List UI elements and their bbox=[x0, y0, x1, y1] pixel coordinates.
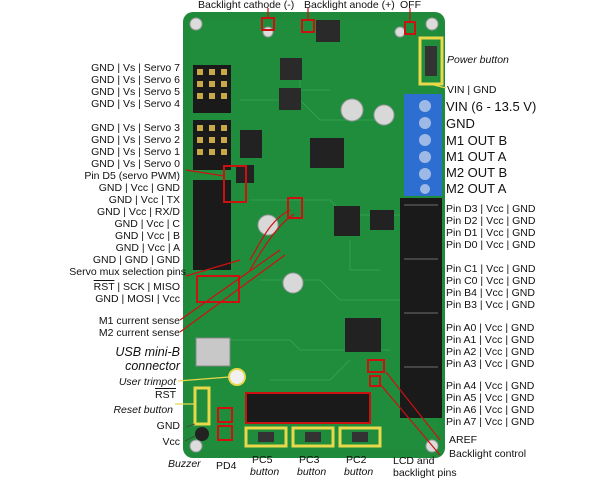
label-backlight-control: Backlight control bbox=[449, 448, 527, 460]
label-backlight-cathode: Backlight cathode (-) bbox=[198, 0, 295, 11]
pin-row: Pin D0 | Vcc | GND bbox=[446, 239, 536, 251]
label-m1-current: M1 current sense bbox=[98, 315, 180, 327]
label-off: OFF bbox=[400, 0, 421, 11]
pin-row: Pin A7 | Vcc | GND bbox=[446, 416, 535, 428]
pin-row: Pin D1 | Vcc | GND bbox=[446, 227, 536, 239]
label-gnd: GND bbox=[156, 420, 180, 432]
label-aref: AREF bbox=[449, 434, 478, 446]
pin-row: Pin B3 | Vcc | GND bbox=[446, 299, 535, 311]
servo-row: GND | Vs | Servo 6 bbox=[91, 74, 180, 86]
left-servo-list: GND | Vs | Servo 7 GND | Vs | Servo 6 GN… bbox=[91, 62, 180, 110]
label-power-button: Power button bbox=[447, 54, 509, 66]
right-pins-group4: Pin A4 | Vcc | GND Pin A5 | Vcc | GND Pi… bbox=[446, 380, 534, 428]
pin-row: Pin A3 | Vcc | GND bbox=[446, 358, 535, 370]
label-reset-button: Reset button bbox=[113, 404, 173, 416]
servo-row: GND | Vs | Servo 5 bbox=[91, 86, 180, 98]
mid-row: GND | Vcc | B bbox=[115, 230, 180, 242]
pin-row: Pin A5 | Vcc | GND bbox=[446, 392, 535, 404]
mid-row: GND | Vcc | GND bbox=[98, 182, 180, 194]
pin-row: Pin C1 | Vcc | GND bbox=[446, 263, 536, 275]
label-vin-gnd: VIN | GND bbox=[447, 84, 497, 96]
label-gnd-terminal: GND bbox=[446, 116, 475, 131]
label-lcd-2: backlight pins bbox=[393, 467, 457, 479]
label-spi-row2: GND | MOSI | Vcc bbox=[95, 293, 180, 305]
label-sck-miso: | SCK | MISO bbox=[114, 281, 180, 293]
label-user-trimpot: User trimpot bbox=[118, 376, 176, 388]
label-vcc: Vcc bbox=[162, 436, 180, 448]
label-pc3-button: button bbox=[297, 466, 327, 478]
pin-row: Pin A1 | Vcc | GND bbox=[446, 334, 535, 346]
label-pd4: PD4 bbox=[216, 460, 237, 472]
label-m2-out-b: M2 OUT B bbox=[446, 165, 508, 180]
left-mid-list: GND | Vcc | GND GND | Vcc | TX GND | Vcc… bbox=[93, 182, 180, 266]
mid-row: GND | Vcc | C bbox=[114, 218, 180, 230]
label-pc2: PC2 bbox=[346, 454, 367, 466]
pin-row: Pin C0 | Vcc | GND bbox=[446, 275, 536, 287]
pin-row: Pin A2 | Vcc | GND bbox=[446, 346, 535, 358]
mid-row: GND | Vcc | TX bbox=[108, 194, 180, 206]
label-buzzer: Buzzer bbox=[168, 458, 201, 470]
label-usb-2: connector bbox=[125, 359, 180, 373]
pin-row: Pin D3 | Vcc | GND bbox=[446, 203, 536, 215]
left-servo-list-2: GND | Vs | Servo 3 GND | Vs | Servo 2 GN… bbox=[91, 122, 180, 170]
mid-row: GND | Vcc | RX/D bbox=[96, 206, 180, 218]
label-pin-d5: Pin D5 (servo PWM) bbox=[84, 170, 180, 182]
label-lcd-1: LCD and bbox=[393, 455, 435, 467]
label-m1-out-b: M1 OUT B bbox=[446, 133, 508, 148]
pin-row: Pin D2 | Vcc | GND bbox=[446, 215, 536, 227]
label-pc5: PC5 bbox=[252, 454, 273, 466]
label-servo-mux: Servo mux selection pins bbox=[69, 266, 186, 278]
label-usb-1: USB mini-B bbox=[115, 345, 180, 359]
label-pc2-button: button bbox=[344, 466, 374, 478]
pin-row: Pin A6 | Vcc | GND bbox=[446, 404, 535, 416]
label-m2-current: M2 current sense bbox=[98, 327, 180, 339]
pin-row: Pin A0 | Vcc | GND bbox=[446, 322, 535, 334]
servo-row: GND | Vs | Servo 2 bbox=[91, 134, 180, 146]
servo-row: GND | Vs | Servo 3 bbox=[91, 122, 180, 134]
label-pc5-button: button bbox=[250, 466, 280, 478]
label-pc3: PC3 bbox=[299, 454, 320, 466]
label-backlight-anode: Backlight anode (+) bbox=[304, 0, 395, 11]
label-rst-2: RST bbox=[155, 389, 176, 401]
mid-row: GND | GND | GND bbox=[92, 254, 180, 266]
pin-row: Pin B4 | Vcc | GND bbox=[446, 287, 535, 299]
label-spi-row1: RST | SCK | MISO bbox=[94, 281, 180, 293]
right-pins-group2: Pin C1 | Vcc | GND Pin C0 | Vcc | GND Pi… bbox=[446, 263, 535, 311]
mid-row: GND | Vcc | A bbox=[115, 242, 180, 254]
right-pins-group3: Pin A0 | Vcc | GND Pin A1 | Vcc | GND Pi… bbox=[446, 322, 534, 370]
servo-row: GND | Vs | Servo 1 bbox=[91, 146, 180, 158]
label-vin: VIN (6 - 13.5 V) bbox=[446, 99, 537, 114]
label-m1-out-a: M1 OUT A bbox=[446, 149, 507, 164]
servo-row: GND | Vs | Servo 0 bbox=[91, 158, 180, 170]
servo-row: GND | Vs | Servo 4 bbox=[91, 98, 180, 110]
usb-connector bbox=[195, 337, 231, 367]
pin-row: Pin A4 | Vcc | GND bbox=[446, 380, 535, 392]
label-rst: RST bbox=[93, 281, 115, 293]
servo-row: GND | Vs | Servo 7 bbox=[91, 62, 180, 74]
label-m2-out-a: M2 OUT A bbox=[446, 181, 507, 196]
right-pins-group1: Pin D3 | Vcc | GND Pin D2 | Vcc | GND Pi… bbox=[446, 203, 535, 251]
